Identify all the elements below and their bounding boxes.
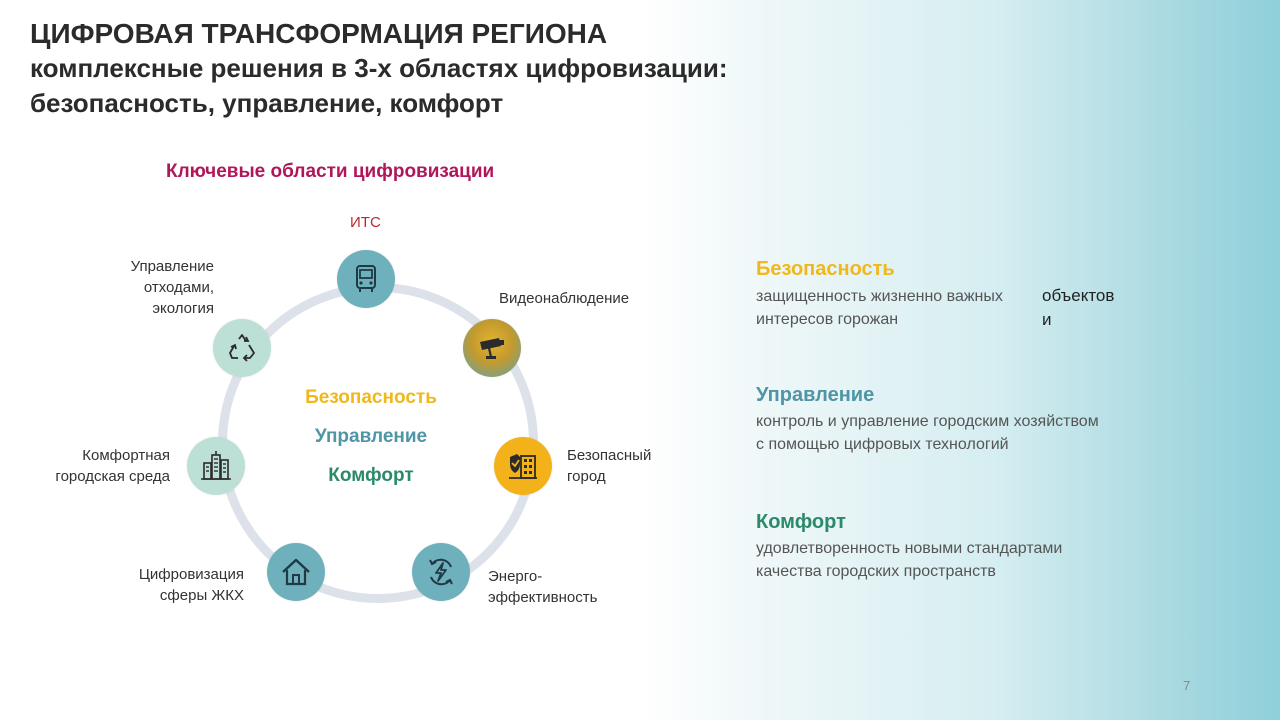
side-title-comfort: Комфорт bbox=[756, 511, 846, 533]
node-urban bbox=[187, 437, 245, 495]
label-waste: Управление отходами, экология bbox=[80, 256, 214, 319]
title-line-2: комплексные решения в 3-х областях цифро… bbox=[30, 53, 728, 83]
center-word-comfort: Комфорт bbox=[328, 465, 414, 486]
city-buildings-icon bbox=[201, 451, 231, 480]
label-safe-city: Безопасный город bbox=[567, 445, 651, 487]
label-urban-line-2: городская среда bbox=[55, 468, 170, 485]
label-safe-city-line-1: Безопасный bbox=[567, 447, 652, 464]
camera-icon bbox=[480, 338, 504, 359]
label-energy: Энерго- эффективность bbox=[488, 566, 597, 608]
center-word-safety: Безопасность bbox=[305, 387, 437, 408]
node-its bbox=[337, 250, 395, 308]
label-urban: Комфортная городская среда bbox=[20, 445, 170, 487]
energy-cycle-icon bbox=[429, 558, 453, 586]
side-extra-safety-line-2: и bbox=[1042, 310, 1052, 329]
side-desc-safety-line-1: защищенность жизненно важных bbox=[756, 288, 1003, 305]
recycle-icon bbox=[229, 334, 255, 362]
label-safe-city-line-2: город bbox=[567, 468, 606, 485]
house-icon bbox=[282, 558, 310, 586]
center-word-management: Управление bbox=[314, 426, 428, 447]
label-housing-line-1: Цифровизация bbox=[138, 566, 244, 583]
node-waste bbox=[213, 319, 271, 377]
label-housing: Цифровизация сферы ЖКХ bbox=[110, 564, 244, 606]
side-desc-comfort: удовлетворенность новыми стандартами кач… bbox=[756, 537, 1062, 583]
slide-title: ЦИФРОВАЯ ТРАНСФОРМАЦИЯ РЕГИОНА комплексн… bbox=[30, 16, 727, 121]
shield-building-icon bbox=[509, 454, 537, 479]
node-energy bbox=[412, 543, 470, 601]
label-its: ИТС bbox=[350, 214, 381, 231]
title-line-3: безопасность, управление, комфорт bbox=[30, 88, 504, 118]
side-title-safety: Безопасность bbox=[756, 258, 895, 280]
label-energy-line-2: эффективность bbox=[488, 589, 598, 606]
label-waste-line-1: Управление bbox=[130, 258, 214, 275]
node-safe-city bbox=[494, 437, 552, 495]
bus-icon bbox=[356, 265, 376, 292]
right-background-panel bbox=[640, 0, 1280, 720]
page-number: 7 bbox=[1183, 678, 1191, 693]
label-urban-line-1: Комфортная bbox=[82, 447, 170, 464]
side-desc-management-line-1: контроль и управление городским хозяйств… bbox=[756, 413, 1099, 430]
side-desc-management-line-2: с помощью цифровых технологий bbox=[756, 436, 1009, 453]
label-energy-line-1: Энерго- bbox=[488, 568, 543, 585]
side-extra-safety-line-1: объектов bbox=[1042, 286, 1115, 305]
label-housing-line-2: сферы ЖКХ bbox=[159, 587, 244, 604]
label-waste-line-3: экология bbox=[152, 300, 214, 317]
side-desc-safety: защищенность жизненно важных интересов г… bbox=[756, 285, 1003, 331]
side-title-management: Управление bbox=[756, 384, 875, 406]
side-desc-safety-line-2: интересов горожан bbox=[756, 311, 899, 328]
node-housing bbox=[267, 543, 325, 601]
label-video: Видеонаблюдение bbox=[499, 290, 630, 307]
diagram-heading: Ключевые области цифровизации bbox=[166, 161, 495, 182]
side-desc-comfort-line-1: удовлетворенность новыми стандартами bbox=[756, 540, 1063, 557]
side-desc-comfort-line-2: качества городских пространств bbox=[756, 563, 996, 580]
label-waste-line-2: отходами, bbox=[143, 279, 214, 296]
title-line-1: ЦИФРОВАЯ ТРАНСФОРМАЦИЯ РЕГИОНА bbox=[30, 18, 608, 49]
side-desc-management: контроль и управление городским хозяйств… bbox=[756, 410, 1099, 456]
side-extra-safety: объектов и bbox=[1042, 284, 1114, 332]
node-video bbox=[463, 319, 521, 377]
